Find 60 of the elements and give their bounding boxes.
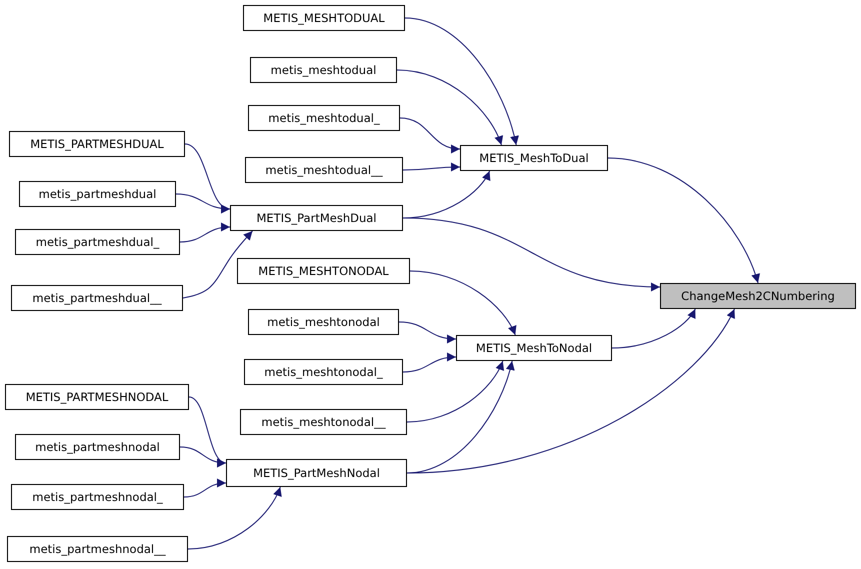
function-name: METIS_PartMeshDual	[256, 211, 377, 225]
function-name: METIS_MESHTODUAL	[263, 11, 385, 25]
function-name: METIS_PARTMESHNODAL	[26, 390, 168, 404]
function-name: metis_meshtodual__	[265, 163, 383, 177]
arrow	[402, 162, 460, 172]
function-box	[660, 283, 856, 309]
function-box	[460, 145, 608, 171]
arrow	[410, 270, 516, 336]
function-box	[456, 335, 612, 361]
function-name: metis_meshtonodal__	[261, 415, 386, 429]
arrow	[184, 479, 226, 498]
function-name: metis_partmeshdual	[38, 187, 156, 201]
arrow	[406, 360, 504, 422]
function-box	[5, 384, 189, 410]
arrow	[402, 218, 660, 292]
function-name: ChangeMesh2CNumbering	[681, 289, 835, 303]
function-name: metis_meshtodual	[270, 63, 376, 77]
function-box	[237, 258, 410, 284]
function-box	[11, 285, 183, 311]
function-box	[243, 5, 405, 31]
function-box	[226, 459, 407, 487]
function-box	[250, 57, 397, 83]
function-box	[240, 409, 407, 435]
arrow	[612, 308, 696, 348]
arrow	[188, 486, 282, 550]
function-box	[9, 131, 185, 157]
function-box	[19, 181, 176, 207]
arrow	[396, 70, 502, 146]
function-box	[245, 157, 403, 183]
function-box	[230, 205, 403, 231]
function-name: metis_meshtodual_	[268, 111, 380, 125]
function-box	[244, 359, 403, 385]
arrow	[402, 352, 456, 372]
function-box	[248, 105, 400, 131]
function-name: metis_meshtonodal_	[264, 365, 383, 379]
function-name: metis_partmeshnodal	[35, 440, 160, 454]
arrow	[182, 230, 253, 298]
arrow	[180, 446, 226, 467]
function-name: metis_partmeshdual_	[36, 235, 160, 249]
function-name: METIS_PARTMESHDUAL	[30, 137, 164, 151]
function-name: metis_meshtonodal	[267, 315, 380, 329]
function-name: METIS_MeshToNodal	[476, 341, 592, 355]
function-name: METIS_MESHTONODAL	[258, 264, 389, 278]
function-box	[7, 536, 188, 562]
function-name: metis_partmeshdual__	[32, 291, 162, 305]
arrow	[398, 322, 456, 344]
function-box	[15, 229, 180, 255]
arrow	[608, 158, 760, 284]
arrow	[180, 222, 230, 242]
arrow	[176, 194, 230, 214]
function-box	[15, 434, 180, 460]
function-box	[11, 484, 184, 510]
function-name: METIS_MeshToDual	[479, 151, 589, 165]
function-box	[248, 309, 399, 335]
function-name: metis_partmeshnodal_	[32, 490, 163, 504]
function-name: metis_partmeshnodal__	[29, 542, 166, 556]
arrow	[404, 18, 519, 146]
function-name: METIS_PartMeshNodal	[253, 466, 380, 480]
arrow	[406, 308, 735, 474]
arrow	[400, 118, 460, 153]
